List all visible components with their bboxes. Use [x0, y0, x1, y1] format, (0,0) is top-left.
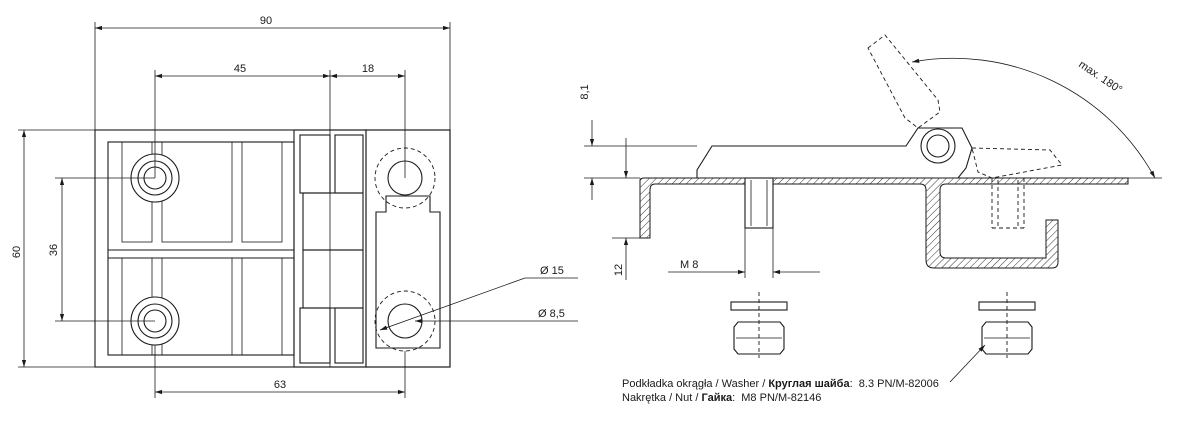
dim-60-label: 60	[11, 246, 23, 258]
dim-d15-label: Ø 15	[540, 265, 564, 277]
side-view: max. 180° 8,1 12 M 8	[579, 34, 1162, 383]
rotation-arc: max. 180°	[911, 57, 1162, 179]
dim-81-label: 8,1	[579, 84, 591, 99]
rotation-label: max. 180°	[1076, 59, 1124, 97]
front-view: 90 45 18 60 36	[11, 15, 578, 398]
washer-note: Podkładka okrągła / Washer / Круглая шай…	[622, 378, 939, 390]
dim-overall-height: 60	[11, 129, 95, 368]
washer-nut-left	[730, 292, 788, 358]
dim-vertical-hole-spacing: 36	[48, 177, 155, 322]
dim-90-label: 90	[260, 15, 272, 27]
dim-m8-label: M 8	[680, 259, 698, 271]
dim-diameters: Ø 15 Ø 8,5	[379, 265, 578, 331]
dim-12-label: 12	[613, 264, 625, 276]
dim-45-label: 45	[234, 63, 246, 75]
rotated-leaf-dashed	[867, 34, 1063, 229]
dim-bottom-spacing: 63	[154, 345, 406, 398]
right-leaf	[365, 129, 451, 368]
dim-thread-depth: 12	[612, 138, 640, 280]
dim-overall-width: 90	[94, 15, 451, 130]
washer-nut-right	[949, 292, 1036, 383]
dim-63-label: 63	[274, 379, 286, 391]
dim-36-label: 36	[48, 244, 60, 256]
nut-note: Nakrętka / Nut / Гайка: M8 PN/M-82146	[622, 392, 822, 404]
mounting-plate-section	[639, 177, 1129, 269]
dim-d85-label: Ø 8,5	[538, 308, 565, 320]
dim-thread: M 8	[668, 228, 820, 278]
dim-hole-spacing: 45 18	[154, 63, 406, 178]
top-leaf	[696, 127, 973, 179]
dim-18-label: 18	[362, 63, 374, 75]
dim-offset-height: 8,1	[579, 84, 697, 200]
hinge-knuckle	[293, 129, 367, 368]
bolt	[744, 177, 774, 229]
